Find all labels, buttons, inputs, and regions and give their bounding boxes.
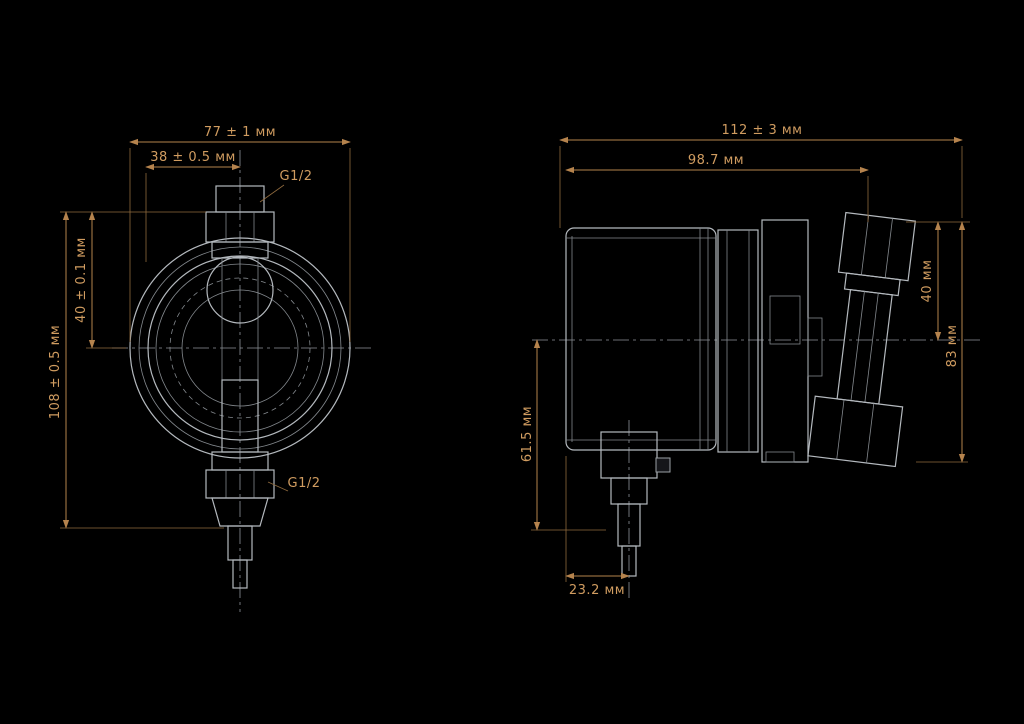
front-dimensions: 77 ± 1 мм 38 ± 0.5 мм G1/2 40 ± 0.1 мм 1…	[48, 125, 351, 529]
dim-side-height-total: 83 мм	[916, 221, 968, 463]
dim-text-front-height-total: 108 ± 0.5 мм	[48, 325, 63, 419]
dim-text-side-length-body: 98.7 мм	[688, 153, 744, 168]
side-dimensions: 112 ± 3 мм 98.7 мм 40 мм 83 мм 61.5 мм	[520, 123, 970, 598]
dim-text-front-width-total: 77 ± 1 мм	[204, 125, 276, 140]
thread-bottom-label: G1/2	[288, 476, 321, 491]
dim-front-width-total: 77 ± 1 мм	[129, 125, 351, 342]
flange-plate-1	[717, 229, 759, 453]
dim-side-height-upper: 40 мм	[906, 221, 970, 341]
dim-text-side-height-upper: 40 мм	[920, 260, 935, 303]
dim-front-height-center: 40 ± 0.1 мм	[60, 211, 206, 349]
pump-housing-circles	[129, 237, 351, 459]
label-thread-bottom: G1/2	[267, 476, 321, 492]
thread-top-label: G1/2	[280, 169, 313, 184]
dim-text-side-height-total: 83 мм	[945, 325, 960, 368]
dim-text-side-length-total: 112 ± 3 мм	[722, 123, 803, 138]
dim-text-front-width-offset: 38 ± 0.5 мм	[150, 150, 236, 165]
dim-side-height-lower: 61.5 мм	[520, 339, 606, 531]
flange-plate-2	[761, 219, 823, 463]
union-fitting	[807, 211, 917, 468]
front-view	[112, 150, 372, 612]
terminal-block	[655, 457, 671, 473]
dim-side-length-body: 98.7 мм	[565, 153, 869, 222]
side-view	[532, 211, 980, 602]
dim-front-height-total: 108 ± 0.5 мм	[48, 211, 224, 529]
valve-ball-section	[206, 256, 274, 324]
bottom-fitting	[205, 451, 275, 589]
dim-text-front-height-center: 40 ± 0.1 мм	[74, 237, 89, 323]
dim-side-valve-offset: 23.2 мм	[565, 456, 630, 598]
drain-valve	[600, 431, 671, 577]
dim-text-side-height-lower: 61.5 мм	[520, 406, 535, 462]
dim-text-side-valve-offset: 23.2 мм	[569, 583, 625, 598]
main-body	[565, 227, 717, 451]
dim-side-length-total: 112 ± 3 мм	[559, 123, 963, 228]
dim-front-width-offset: 38 ± 0.5 мм	[145, 150, 241, 262]
label-thread-top: G1/2	[259, 169, 313, 203]
